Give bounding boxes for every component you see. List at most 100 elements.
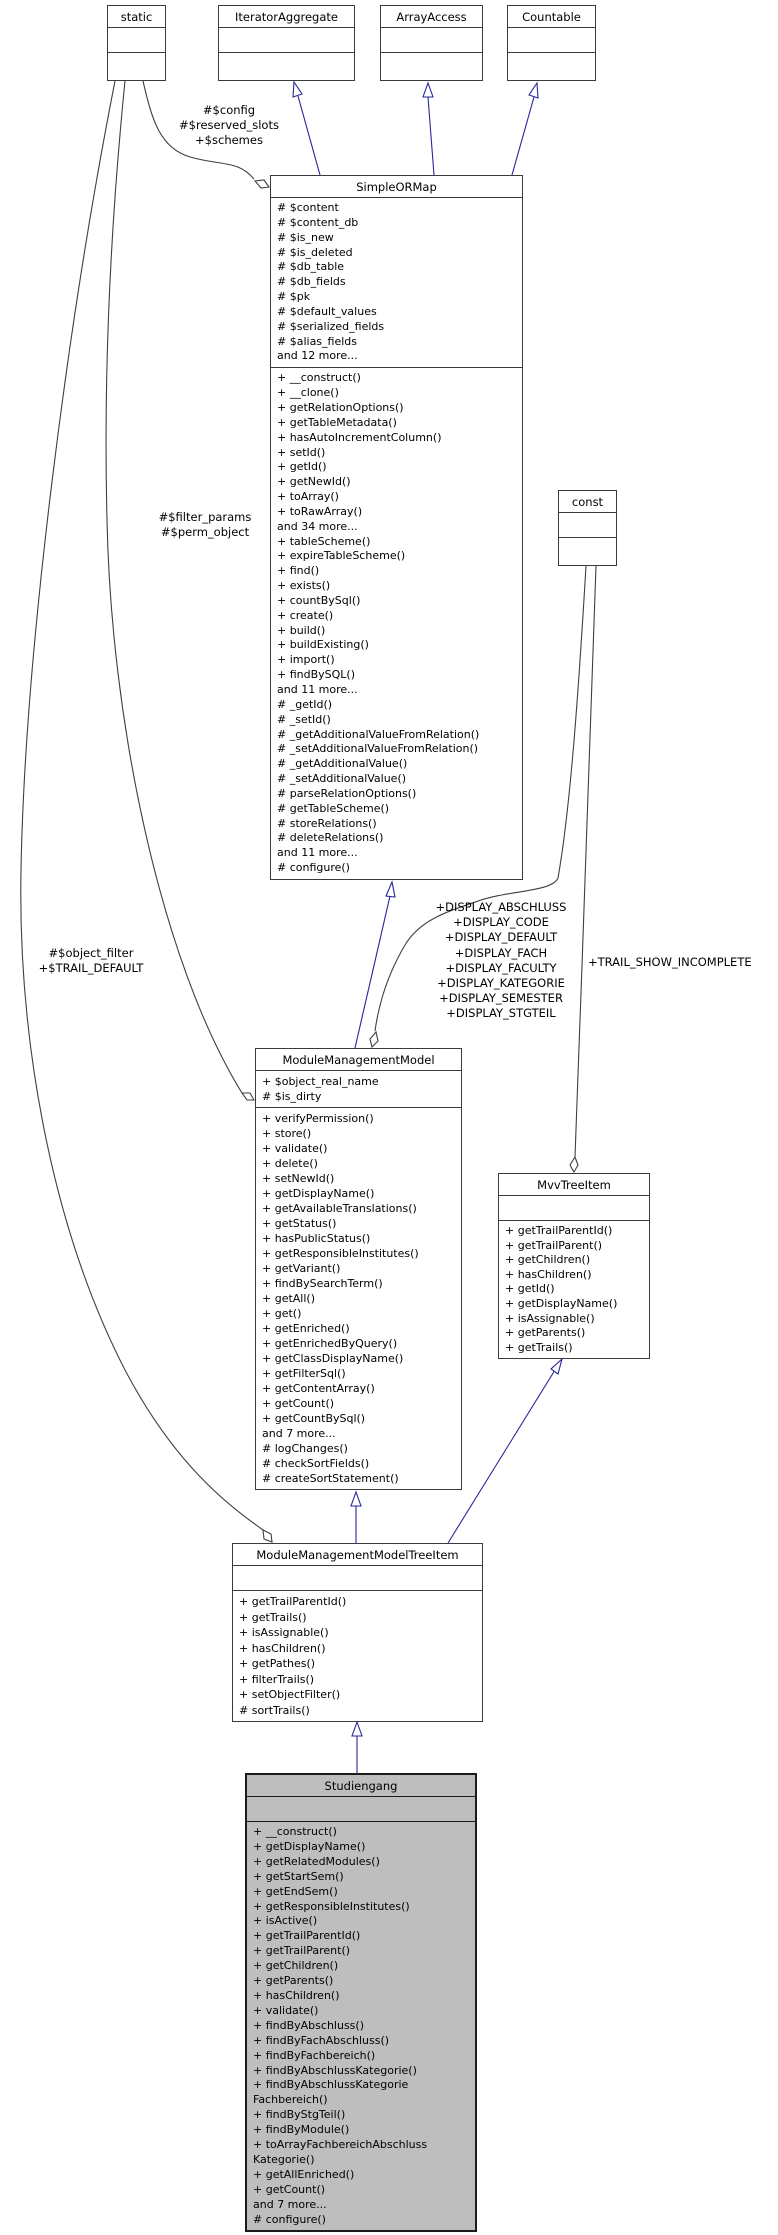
member-line: and 12 more... (277, 349, 358, 363)
member-line: + find() (277, 564, 320, 578)
class-countable-attributes-empty (508, 28, 595, 53)
member-line: + validate() (253, 2003, 319, 2017)
member-line: # _getAdditionalValue() (277, 757, 408, 771)
member-line: + getDisplayName() (253, 1839, 366, 1853)
member-line: # _setAdditionalValue() (277, 772, 407, 786)
class-studiengang-title: Studiengang (247, 1775, 475, 1797)
member-line: and 11 more... (277, 846, 358, 860)
member-line: + filterTrails() (239, 1672, 315, 1686)
member-line: + getClassDisplayName() (262, 1352, 404, 1365)
usage-edges (20, 80, 597, 1531)
arrow-simpleormap-bottom (385, 880, 396, 898)
member-line: + hasPublicStatus() (262, 1232, 371, 1245)
member-line: + getCount() (262, 1397, 335, 1410)
member-line: # $content_db (277, 215, 359, 229)
class-modulemanagementmodel-attributes: + $object_real_name# $is_dirty (256, 1071, 461, 1108)
member-line: + getTrailParentId() (505, 1224, 613, 1237)
class-modulemanagementmodeltreeitem: ModuleManagementModelTreeItem + getTrail… (232, 1543, 483, 1722)
member-line: + getEnrichedByQuery() (262, 1337, 398, 1350)
member-line: + toArrayFachbereichAbschluss (253, 2138, 428, 2152)
arrow-arrayaccess (422, 81, 434, 98)
member-line: and 11 more... (277, 683, 358, 696)
edge-mmmti-mvvtreeitem (447, 1369, 556, 1544)
member-line: # $db_table (277, 260, 345, 274)
member-line: # $default_values (277, 304, 377, 318)
edge-simpleormap-countable (511, 96, 535, 176)
class-mvvtreeitem-methods: + getTrailParentId()+ getTrailParent()+ … (499, 1221, 649, 1358)
class-countable-methods-empty (508, 53, 595, 77)
member-line: + exists() (277, 579, 331, 593)
class-static-methods-empty (108, 53, 165, 77)
class-iteratoraggregate-methods-empty (219, 53, 354, 77)
class-mvvtreeitem: MvvTreeItem + getTrailParentId()+ getTra… (498, 1173, 650, 1360)
member-line: + getCountBySql() (262, 1412, 366, 1425)
arrow-mmm-bottom (350, 1490, 362, 1507)
edge-label-object-filter: #$object_filter +$TRAIL_DEFAULT (38, 946, 144, 976)
member-line: + getChildren() (253, 1959, 339, 1973)
class-static: static (107, 5, 166, 81)
member-line: + getAvailableTranslations() (262, 1202, 417, 1215)
member-line: + get() (262, 1307, 302, 1320)
member-line: + getAll() (262, 1292, 315, 1305)
member-line: + tableScheme() (277, 534, 371, 548)
diamond-mmm-left (240, 1092, 255, 1101)
member-line: # _getId() (277, 697, 333, 711)
diamond-simpleormap (253, 179, 270, 189)
edge-const-mmm (374, 565, 587, 1032)
member-line: + getTrailParent() (505, 1238, 603, 1252)
member-line: # $serialized_fields (277, 319, 385, 333)
member-line: # storeRelations() (277, 816, 377, 830)
member-line: and 7 more... (262, 1427, 336, 1440)
member-line: + validate() (262, 1142, 328, 1155)
member-line: + build() (277, 623, 326, 637)
member-line: + getEndSem() (253, 1884, 338, 1898)
member-line: + getTrails() (505, 1340, 573, 1354)
class-iteratoraggregate: IteratorAggregate (218, 5, 355, 81)
member-line: + getDisplayName() (262, 1187, 375, 1200)
edge-simpleormap-arrayaccess (427, 96, 435, 176)
member-line: # logChanges() (262, 1442, 348, 1455)
diamond-mmm-top (369, 1030, 379, 1049)
edge-static-mmmti (20, 80, 264, 1531)
edge-simpleormap-iteratoraggregate (297, 95, 321, 176)
member-line: + getTrailParentId() (253, 1929, 361, 1943)
member-line: + hasChildren() (505, 1267, 592, 1281)
edge-label-filter-params: #$filter_params #$perm_object (158, 510, 252, 540)
diamond-mvvtreeitem (569, 1155, 579, 1174)
member-line: + getChildren() (505, 1253, 591, 1267)
arrow-countable (528, 81, 539, 99)
class-modulemanagementmodeltreeitem-attributes-empty (233, 1566, 482, 1591)
member-line: + expireTableScheme() (277, 549, 406, 563)
member-line: # _setAdditionalValueFromRelation() (277, 742, 479, 756)
member-line: # $is_dirty (262, 1090, 322, 1103)
member-line: # configure() (253, 2212, 326, 2226)
member-line: # $pk (277, 290, 311, 304)
class-simpleormap-title: SimpleORMap (271, 176, 522, 198)
member-line: + hasChildren() (253, 1988, 340, 2002)
arrow-mmmti-bottom (351, 1720, 363, 1737)
member-line: + findByStgTeil() (253, 2108, 346, 2122)
member-line: + store() (262, 1127, 312, 1140)
member-line: + __clone() (277, 386, 339, 400)
edge-const-mvvtreeitem (574, 565, 597, 1158)
class-arrayaccess-title: ArrayAccess (381, 6, 482, 28)
class-arrayaccess-methods-empty (381, 53, 482, 77)
member-line: + getId() (505, 1282, 555, 1296)
member-line: + getFilterSql() (262, 1367, 346, 1380)
member-line: + import() (277, 653, 335, 667)
member-line: + getId() (277, 460, 327, 474)
member-line: + getAllEnriched() (253, 2167, 355, 2181)
member-line: + setObjectFilter() (239, 1688, 341, 1701)
edge-mmm-simpleormap (354, 895, 391, 1049)
member-line: + findByFachAbschluss() (253, 2033, 390, 2047)
member-line: + findByAbschluss() (253, 2018, 364, 2032)
member-line: + findBySQL() (277, 668, 356, 682)
diamond-mmmti (262, 1529, 273, 1543)
member-line: + getDisplayName() (505, 1296, 618, 1310)
member-line: # $alias_fields (277, 334, 358, 348)
class-arrayaccess-attributes-empty (381, 28, 482, 53)
arrow-iteratoraggregate (292, 80, 303, 98)
member-line: + toRawArray() (277, 504, 363, 518)
member-line: # $is_deleted (277, 245, 353, 259)
